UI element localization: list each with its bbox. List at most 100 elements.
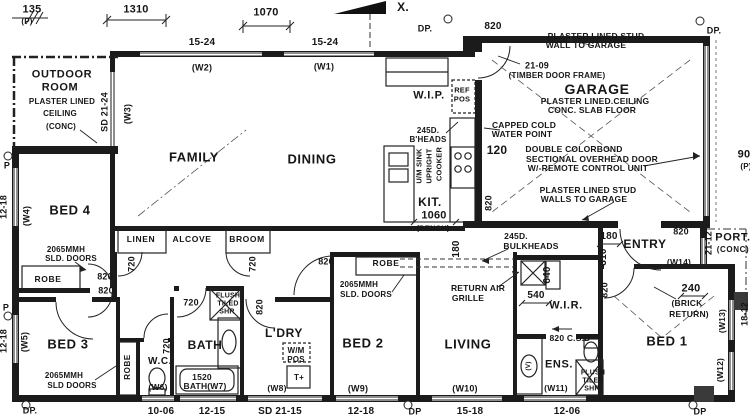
ensuite-label: ENS.: [544, 358, 574, 371]
w3-label: (W3): [122, 103, 133, 125]
d720-linen-label: 720: [126, 256, 137, 272]
brick-piers: [694, 292, 748, 402]
ens-toilet: [583, 341, 599, 363]
linen-label: LINEN: [126, 233, 156, 244]
outdoor-ceiling-2-label: CEILING: [43, 109, 77, 118]
size-21-09-label: 21-09: [524, 60, 550, 71]
garage-label: GARAGE: [564, 81, 630, 97]
laundry-label: L'DRY: [264, 326, 304, 340]
size-12-18-left-lower-label: 12-18: [0, 328, 9, 354]
robe-bed2-label: ROBE: [372, 257, 400, 268]
d180-entry-label: 180: [600, 231, 618, 242]
size-18-12-right-label: 18-12: [739, 301, 750, 327]
wm-pos-2-label: POS: [287, 355, 305, 364]
w5-label: (W5): [19, 331, 30, 353]
d120-label: 120: [486, 143, 508, 157]
kitchen-bench-sink: [383, 145, 415, 223]
outdoor-ceiling-3-label: (CONC): [45, 122, 77, 131]
size-12-18-left-upper-label: 12-18: [0, 194, 9, 220]
port-line1-label: PORT.: [715, 231, 750, 244]
d820-hall-lower-label: 820: [98, 285, 114, 296]
um-sink-label: U/M SINK: [414, 148, 424, 184]
dp-top-right-label: DP.: [706, 25, 722, 36]
bath-shr-1-label: FLUSH: [215, 292, 241, 300]
d820-hall-upper-label: 820: [97, 271, 113, 282]
ens-vanity-label: (V): [524, 361, 532, 371]
garage-wall-note-1-label: PLASTER LINED STUD: [547, 30, 645, 41]
d90-p-label: (P): [740, 162, 750, 171]
bath-shr-3-label: SHR: [219, 308, 235, 316]
bed3-robe-note-1-label: 2065MMH: [44, 371, 84, 380]
return-air-2-label: GRILLE: [451, 292, 485, 303]
garage-ceiling-note-2-label: CONC. SLAB FLOOR: [547, 104, 637, 115]
kitchen-label: KIT.: [418, 195, 442, 209]
dp-bottom-right-label: DP: [693, 406, 707, 417]
ens-vanity: [515, 337, 543, 395]
d-bench-label: (BENCH): [416, 223, 450, 233]
size-10-06-label: 10-06: [147, 406, 175, 417]
w4-label: (W4): [21, 205, 32, 227]
bulkheads-2-label: BULKHEADS: [503, 240, 559, 251]
d820-ldry-label: 820: [254, 299, 265, 315]
garage-ceiling-note-1-label: PLASTER LINED.CEILING: [540, 95, 650, 106]
d820-garage-door-label: 820: [484, 21, 502, 32]
wir-shelf: [545, 260, 561, 290]
w12-label: (W12): [714, 357, 725, 383]
brick-return-1-label: (BRICK: [671, 297, 703, 308]
fixtures: [21, 57, 604, 396]
bed2-robe-note-1-label: 2065MMH: [339, 280, 379, 289]
w10-label: (W10): [452, 383, 478, 394]
ens-shr-2-label: TILED: [582, 377, 604, 385]
port-line2-label: (CONC): [716, 245, 750, 254]
upright-cooker-1-label: UPRIGHT: [424, 148, 434, 184]
dp-left-lower-label: P: [2, 302, 10, 313]
capped-cold-1-label: CAPPED COLD: [491, 119, 557, 130]
dp-bottom-mid-label: DP: [408, 406, 422, 417]
garage-walls-note-2-label: WALLS TO GARAGE: [540, 193, 628, 204]
fridge-pos: [451, 79, 476, 114]
sd-21-24-label: SD 21-24: [99, 92, 110, 132]
d820-entry-label: 820: [673, 226, 689, 237]
d820-garage-rear-label: 820: [483, 195, 494, 211]
bath-1520-1-label: 1520: [192, 371, 212, 382]
bed4-robe-note-1-label: 2065MMH: [46, 245, 86, 254]
d640-label: 640: [542, 266, 553, 284]
d720-broom-label: 720: [247, 256, 258, 272]
bed3-label: BED 3: [47, 336, 89, 352]
ens-shr-3-label: SHR: [584, 385, 600, 393]
d135-label: 135: [22, 3, 42, 16]
garage-wall-note-2-label: WALL TO GARAGE: [545, 39, 627, 50]
size-21-12-label: 21-12: [703, 230, 714, 256]
capped-cold-2-label: WATER POINT: [491, 128, 553, 139]
w1-label: (W1): [313, 61, 335, 72]
dp-bottom-left-label: DP.: [22, 405, 38, 416]
bed4-robe-note-2-label: SLD. DOORS: [45, 254, 97, 263]
bulkheads-1-label: 245D.: [504, 230, 528, 241]
d135-p-label: (P): [21, 17, 33, 26]
ceiling-lines: [12, 14, 747, 339]
w13-label: (W13): [716, 308, 727, 334]
d820-bed2-label: 820: [318, 256, 334, 267]
return-air-1-label: RETURN AIR: [450, 282, 506, 293]
upright-cooker-2-label: COOKER: [434, 146, 444, 182]
ens-shr-1-label: FLUSH: [580, 369, 606, 377]
kit-bheads-2-label: B'HEADS: [409, 135, 447, 144]
d310-label: 310: [598, 248, 609, 266]
w2-label: (W2): [191, 62, 213, 73]
brick-return-2-label: RETURN): [669, 308, 709, 319]
bed2-robe: [355, 256, 418, 276]
dining-label: DINING: [287, 151, 337, 167]
bed2-label: BED 2: [342, 335, 384, 351]
sd-21-15-label: SD 21-15: [258, 406, 302, 417]
outdoor-room-line1-label: OUTDOOR: [31, 68, 93, 81]
bed3-robe: [117, 341, 138, 396]
bath-1520-2-label: BATH(W7): [183, 380, 227, 391]
w14-label: (W14): [666, 256, 692, 267]
ref-pos-2-label: POS: [453, 94, 471, 104]
wm-pos-1-label: W/M: [287, 346, 305, 355]
wc-label: W.C.: [147, 356, 173, 367]
bath-shr-2-label: TILED: [217, 300, 239, 308]
